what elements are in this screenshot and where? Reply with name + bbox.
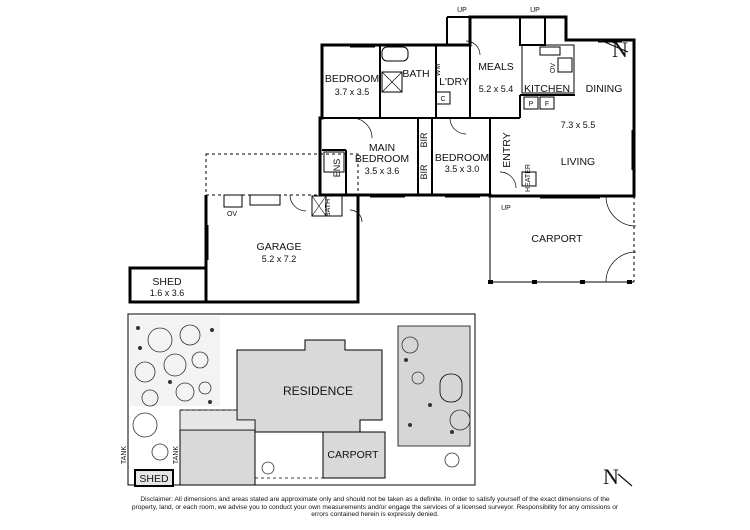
room-dining: DINING	[586, 83, 623, 95]
site-tank-label-2: TANK	[173, 446, 180, 464]
heater-label: HEATER	[525, 164, 532, 192]
room-kitchen: KITCHEN	[524, 83, 570, 95]
room-bath: BATH	[402, 68, 429, 80]
room-garage: GARAGE	[257, 241, 302, 253]
site-carport-label: CARPORT	[327, 449, 379, 461]
stair-up-3: UP	[501, 205, 511, 212]
room-shed-size: 1.6 x 3.6	[150, 288, 185, 298]
site-residence-label: RESIDENCE	[283, 384, 353, 398]
kitchen-oven-label: OV	[550, 63, 557, 73]
garage-oven-label: OV	[227, 211, 237, 218]
pantry-label: P	[529, 101, 534, 108]
north-arrow-icon	[617, 473, 633, 487]
room-main-bedroom-size: 3.5 x 3.6	[365, 166, 400, 176]
floor-plan	[128, 15, 637, 304]
room-living-size: 7.3 x 5.5	[561, 120, 596, 130]
ensuite-bath-label: BATH	[325, 199, 332, 217]
room-bedroom-1: BEDROOM	[325, 73, 379, 85]
site-plan: RESIDENCE CARPORT SHED TANK TANK	[121, 313, 476, 487]
room-entry: ENTRY	[501, 132, 513, 167]
room-living: LIVING	[561, 156, 595, 168]
room-laundry: L'DRY	[439, 76, 469, 88]
room-carport: CARPORT	[531, 233, 583, 245]
fridge-label: F	[545, 101, 549, 108]
north-arrow-bottom: N	[603, 464, 633, 489]
room-bir-2: BIR	[419, 164, 429, 180]
room-shed: SHED	[152, 276, 182, 288]
north-arrow-icon	[599, 39, 629, 53]
room-bir-1: BIR	[419, 132, 429, 148]
room-garage-size: 5.2 x 7.2	[262, 254, 297, 264]
stair-up-2: UP	[530, 7, 540, 14]
cupboard-label: C	[440, 96, 445, 103]
room-ensuite: ENS	[332, 159, 342, 178]
room-meals: MEALS	[478, 61, 514, 73]
room-bedroom-2-size: 3.5 x 3.0	[445, 164, 480, 174]
room-bedroom-2: BEDROOM	[435, 152, 489, 164]
room-labels: BEDROOM 3.7 x 3.5 BATH L'DRY MEALS 5.2 x…	[150, 7, 623, 298]
site-shed-label: SHED	[139, 473, 169, 485]
north-arrow-top: N	[599, 37, 629, 62]
north-letter-bottom: N	[603, 464, 619, 489]
disclaimer: Disclaimer: All dimensions and areas sta…	[131, 496, 619, 519]
room-main-bedroom-line1: MAIN	[369, 142, 395, 154]
washing-machine-label: WM	[435, 64, 442, 77]
site-tank-label-1: TANK	[121, 446, 128, 464]
stair-up-1: UP	[457, 7, 467, 14]
room-bedroom-1-size: 3.7 x 3.5	[335, 87, 370, 97]
north-letter-top: N	[612, 37, 628, 62]
room-main-bedroom-line2: BEDROOM	[355, 153, 409, 165]
room-meals-size: 5.2 x 5.4	[479, 84, 514, 94]
